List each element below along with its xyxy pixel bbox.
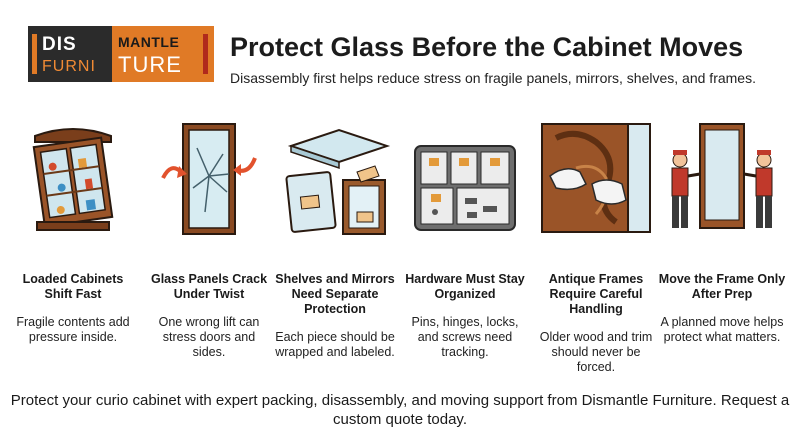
tip-card-1: Loaded Cabinets Shift Fast Fragile conte…	[9, 118, 137, 378]
brand-logo[interactable]: DIS FURNI MANTLE TURE	[28, 26, 214, 82]
page-title: Protect Glass Before the Cabinet Moves	[230, 32, 744, 62]
tip-title: Hardware Must Stay Organized	[405, 272, 525, 301]
tip-title: Move the Frame Only After Prep	[658, 272, 786, 301]
curio-cabinet-icon	[32, 128, 114, 231]
logo-text-dis: DIS	[42, 34, 77, 55]
logo-accent-bar-right	[203, 34, 208, 74]
tip-card-5: Antique Frames Require Careful Handling …	[532, 118, 660, 378]
antique-frame-handling-icon	[541, 123, 651, 233]
tip-title: Glass Panels Crack Under Twist	[150, 272, 268, 301]
logo-dark-block: DIS FURNI	[28, 26, 112, 82]
logo-text-mantle: MANTLE	[118, 34, 180, 50]
wrapped-shelves-mirror-icon	[285, 128, 391, 235]
tip-description: Fragile contents add pressure inside.	[16, 315, 130, 344]
tip-description: Each piece should be wrapped and labeled…	[275, 330, 395, 359]
logo-text-ture: TURE	[118, 52, 182, 77]
tip-card-4: Hardware Must Stay Organized Pins, hinge…	[401, 118, 529, 378]
tip-title: Shelves and Mirrors Need Separate Protec…	[275, 272, 395, 316]
footer-cta: Protect your curio cabinet with expert p…	[10, 392, 790, 428]
tip-card-2: Glass Panels Crack Under Twist One wrong…	[145, 118, 273, 378]
hardware-organizer-icon	[414, 145, 516, 231]
page-subtitle: Disassembly first helps reduce stress on…	[230, 70, 756, 86]
tips-row: Loaded Cabinets Shift Fast Fragile conte…	[0, 118, 800, 378]
tip-description: One wrong lift can stress doors and side…	[158, 315, 260, 359]
logo-orange-block: MANTLE TURE	[112, 26, 214, 82]
tip-description: A planned move helps protect what matter…	[660, 315, 784, 344]
tip-title: Loaded Cabinets Shift Fast	[22, 272, 124, 301]
tip-card-3: Shelves and Mirrors Need Separate Protec…	[271, 118, 399, 378]
logo-text-furni: FURNI	[42, 58, 96, 75]
tip-description: Older wood and trim should never be forc…	[539, 330, 653, 374]
movers-carrying-frame-icon	[671, 123, 773, 229]
tip-description: Pins, hinges, locks, and screws need tra…	[411, 315, 519, 359]
tip-title: Antique Frames Require Careful Handling	[548, 272, 644, 316]
header: DIS FURNI MANTLE TURE Protect Glass Befo…	[20, 20, 790, 90]
cracked-glass-panel-icon	[161, 123, 257, 235]
tip-card-6: Move the Frame Only After Prep A planned…	[658, 118, 786, 378]
logo-accent-bar	[32, 34, 37, 74]
